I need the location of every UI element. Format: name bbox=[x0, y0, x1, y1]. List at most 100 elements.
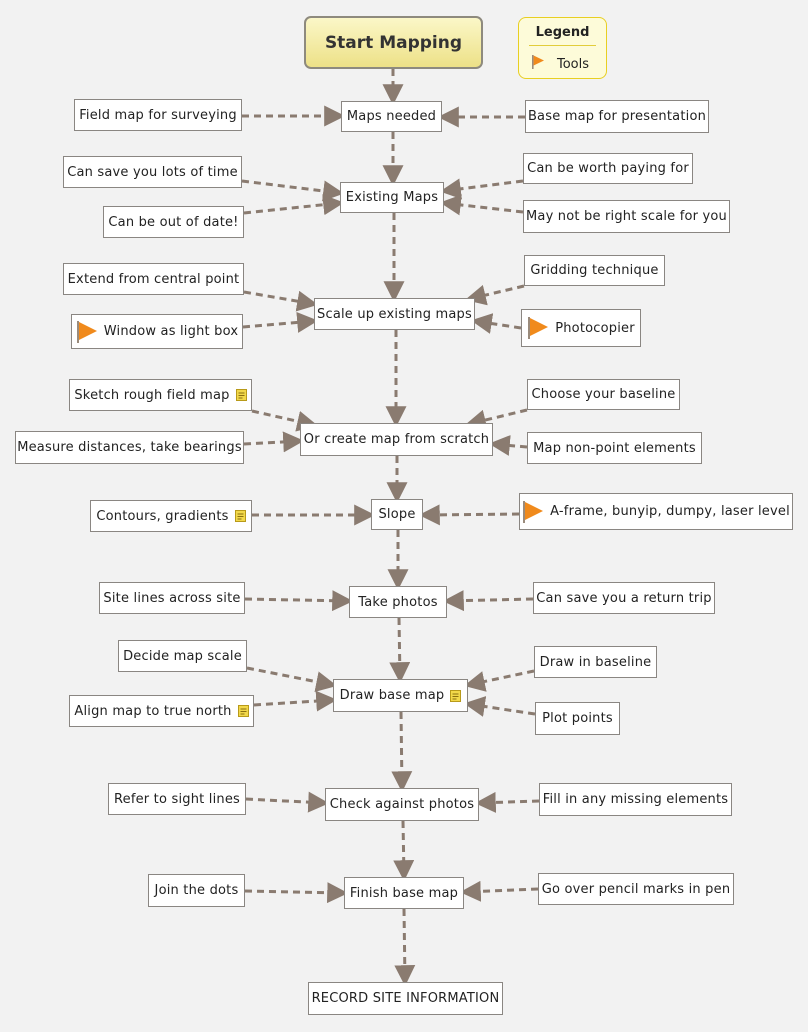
node-join-dots[interactable]: Join the dots bbox=[148, 874, 245, 907]
node-label: Measure distances, take bearings bbox=[17, 440, 242, 455]
node-check-photos[interactable]: Check against photos bbox=[325, 788, 479, 821]
node-label: Can save you lots of time bbox=[67, 164, 238, 180]
node-label: Draw in baseline bbox=[539, 654, 652, 670]
node-label: Sketch rough field map bbox=[74, 387, 230, 403]
node-wrong-scale[interactable]: May not be right scale for you bbox=[523, 200, 730, 233]
node-label: Existing Maps bbox=[345, 190, 439, 205]
node-label: Slope bbox=[378, 507, 416, 522]
edge-return-trip bbox=[442, 590, 534, 612]
node-return-trip[interactable]: Can save you a return trip bbox=[533, 582, 715, 614]
flag-icon bbox=[527, 316, 549, 340]
edge-missing-elements bbox=[474, 791, 540, 813]
node-draw-baseline[interactable]: Draw in baseline bbox=[534, 646, 657, 678]
node-base-map-presentation[interactable]: Base map for presentation bbox=[525, 100, 709, 133]
node-label: Extend from central point bbox=[67, 271, 240, 287]
edge-aframe bbox=[418, 504, 520, 526]
node-create-scratch[interactable]: Or create map from scratch bbox=[300, 423, 493, 456]
legend-title: Legend bbox=[535, 25, 590, 40]
node-label: Field map for surveying bbox=[79, 107, 237, 123]
node-site-lines[interactable]: Site lines across site bbox=[99, 582, 245, 614]
node-label: Refer to sight lines bbox=[113, 791, 241, 807]
edge-choose-baseline bbox=[464, 408, 528, 431]
node-slope[interactable]: Slope bbox=[371, 499, 423, 530]
node-label: Finish base map bbox=[349, 885, 459, 901]
edge-worth-paying bbox=[439, 178, 524, 200]
edge-out-of-date bbox=[243, 194, 345, 216]
legend-divider bbox=[529, 45, 596, 46]
node-align-north[interactable]: Align map to true north bbox=[69, 695, 254, 727]
node-field-map[interactable]: Field map for surveying bbox=[74, 99, 242, 131]
edge-sketch-rough bbox=[251, 409, 319, 432]
node-label: RECORD SITE INFORMATION bbox=[311, 991, 500, 1006]
node-missing-elements[interactable]: Fill in any missing elements bbox=[539, 783, 732, 816]
node-decide-scale[interactable]: Decide map scale bbox=[118, 640, 247, 672]
edge-photos-draw bbox=[389, 617, 411, 684]
node-label: Can save you a return trip bbox=[536, 590, 712, 606]
edge-measure-distances bbox=[243, 431, 305, 453]
start-label: Start Mapping bbox=[324, 32, 463, 53]
edge-wrong-scale bbox=[439, 194, 524, 216]
node-existing-maps[interactable]: Existing Maps bbox=[340, 182, 444, 213]
node-label: Maps needed bbox=[346, 109, 437, 124]
node-label: Contours, gradients bbox=[96, 508, 229, 524]
node-extend-central[interactable]: Extend from central point bbox=[63, 263, 244, 295]
node-label: Map non-point elements bbox=[533, 440, 696, 456]
node-sight-lines[interactable]: Refer to sight lines bbox=[108, 783, 246, 815]
node-choose-baseline[interactable]: Choose your baseline bbox=[527, 379, 680, 410]
node-sketch-rough[interactable]: Sketch rough field map bbox=[69, 379, 252, 411]
node-contours[interactable]: Contours, gradients bbox=[90, 500, 252, 532]
node-label: Draw base map bbox=[339, 688, 445, 703]
node-light-box[interactable]: Window as light box bbox=[71, 314, 243, 349]
edge-gridding bbox=[464, 284, 525, 306]
legend: Legend Tools bbox=[518, 17, 607, 79]
node-finish-base[interactable]: Finish base map bbox=[344, 877, 464, 909]
start-node[interactable]: Start Mapping bbox=[304, 16, 483, 69]
node-label: Choose your baseline bbox=[531, 387, 676, 402]
node-map-nonpoint[interactable]: Map non-point elements bbox=[527, 432, 702, 464]
edge-save-time bbox=[241, 179, 345, 202]
note-icon bbox=[234, 510, 246, 522]
node-label: Check against photos bbox=[329, 797, 475, 812]
legend-item-label: Tools bbox=[557, 56, 590, 72]
node-record-site[interactable]: RECORD SITE INFORMATION bbox=[308, 982, 503, 1015]
edge-photocopier bbox=[470, 313, 522, 334]
edge-check-finish bbox=[393, 820, 415, 882]
node-pencil-pen[interactable]: Go over pencil marks in pen bbox=[538, 873, 734, 905]
node-label: Decide map scale bbox=[123, 648, 242, 664]
node-label: Photocopier bbox=[555, 320, 635, 336]
note-icon bbox=[235, 389, 247, 401]
node-label: May not be right scale for you bbox=[525, 209, 727, 224]
edge-join-dots bbox=[244, 882, 349, 904]
node-label: Scale up existing maps bbox=[317, 306, 472, 322]
edge-light-box bbox=[242, 311, 319, 333]
legend-item-tools: Tools bbox=[531, 54, 589, 74]
edge-align-north bbox=[253, 690, 338, 712]
node-worth-paying[interactable]: Can be worth paying for bbox=[523, 153, 693, 184]
node-label: A-frame, bunyip, dumpy, laser level bbox=[550, 504, 790, 519]
node-scale-up[interactable]: Scale up existing maps bbox=[314, 298, 475, 330]
node-label: Window as light box bbox=[103, 324, 239, 339]
node-gridding[interactable]: Gridding technique bbox=[524, 255, 665, 286]
edge-site-lines bbox=[244, 590, 354, 612]
node-label: Site lines across site bbox=[103, 590, 241, 606]
node-draw-base[interactable]: Draw base map bbox=[333, 679, 468, 712]
edge-draw-check bbox=[391, 711, 413, 793]
node-measure-distances[interactable]: Measure distances, take bearings bbox=[15, 431, 244, 464]
node-maps-needed[interactable]: Maps needed bbox=[341, 101, 442, 132]
edge-plot-points bbox=[463, 696, 536, 717]
node-plot-points[interactable]: Plot points bbox=[535, 702, 620, 735]
edge-extend-central bbox=[243, 290, 319, 312]
node-photocopier[interactable]: Photocopier bbox=[521, 309, 641, 347]
node-label: Join the dots bbox=[154, 883, 239, 898]
edge-pencil-pen bbox=[459, 880, 539, 902]
node-take-photos[interactable]: Take photos bbox=[349, 586, 447, 618]
node-aframe[interactable]: A-frame, bunyip, dumpy, laser level bbox=[519, 493, 793, 530]
node-label: Go over pencil marks in pen bbox=[541, 881, 731, 897]
flag-icon bbox=[76, 320, 98, 344]
node-save-time[interactable]: Can save you lots of time bbox=[63, 156, 242, 188]
node-label: Can be worth paying for bbox=[527, 161, 689, 176]
edge-finish-record bbox=[394, 908, 416, 987]
node-out-of-date[interactable]: Can be out of date! bbox=[103, 206, 244, 238]
node-label: Plot points bbox=[542, 711, 613, 726]
